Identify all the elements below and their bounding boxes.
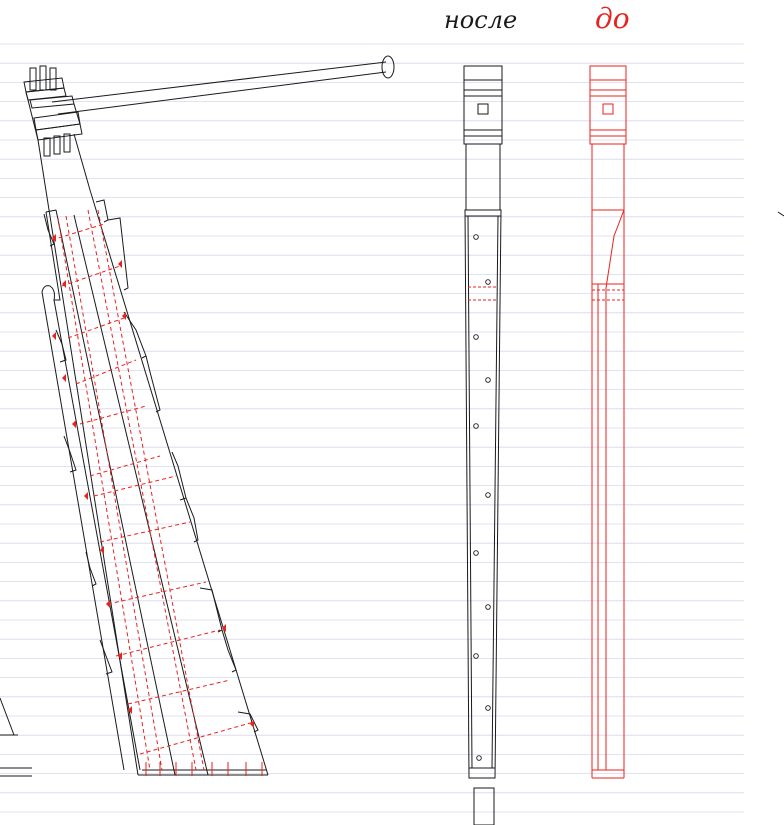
lever-rod bbox=[51, 55, 395, 115]
label-red-view: до bbox=[595, 2, 630, 35]
exploded-hidden-lines bbox=[51, 209, 255, 771]
base-ticks bbox=[145, 762, 263, 776]
black-hole bbox=[485, 705, 491, 711]
label-black-view: носле bbox=[444, 6, 517, 34]
head-clamp bbox=[23, 65, 83, 157]
red-profile-view bbox=[589, 65, 627, 779]
black-hole bbox=[485, 279, 491, 285]
black-hole bbox=[473, 334, 479, 340]
exploded-side-view bbox=[0, 55, 395, 777]
black-foot bbox=[473, 787, 495, 825]
black-hole bbox=[473, 653, 479, 659]
black-window bbox=[477, 103, 489, 115]
red-window bbox=[602, 103, 614, 115]
black-hole bbox=[473, 550, 479, 556]
red-view-dashes bbox=[592, 289, 624, 301]
black-profile-view bbox=[463, 65, 503, 825]
black-head-block bbox=[463, 65, 503, 81]
black-hole bbox=[476, 755, 482, 761]
main-body bbox=[37, 133, 269, 776]
bottom-left-fragment bbox=[0, 697, 32, 777]
black-hole bbox=[473, 234, 479, 240]
edge-mark bbox=[777, 211, 784, 217]
left-slat bbox=[41, 211, 141, 771]
black-hole bbox=[485, 492, 491, 498]
red-markers bbox=[52, 234, 254, 728]
black-hole bbox=[485, 604, 491, 610]
black-hole bbox=[473, 423, 479, 429]
black-hole bbox=[485, 377, 491, 383]
rod-knob bbox=[381, 55, 395, 79]
red-head-block bbox=[589, 65, 627, 81]
black-shaft bbox=[464, 209, 502, 779]
